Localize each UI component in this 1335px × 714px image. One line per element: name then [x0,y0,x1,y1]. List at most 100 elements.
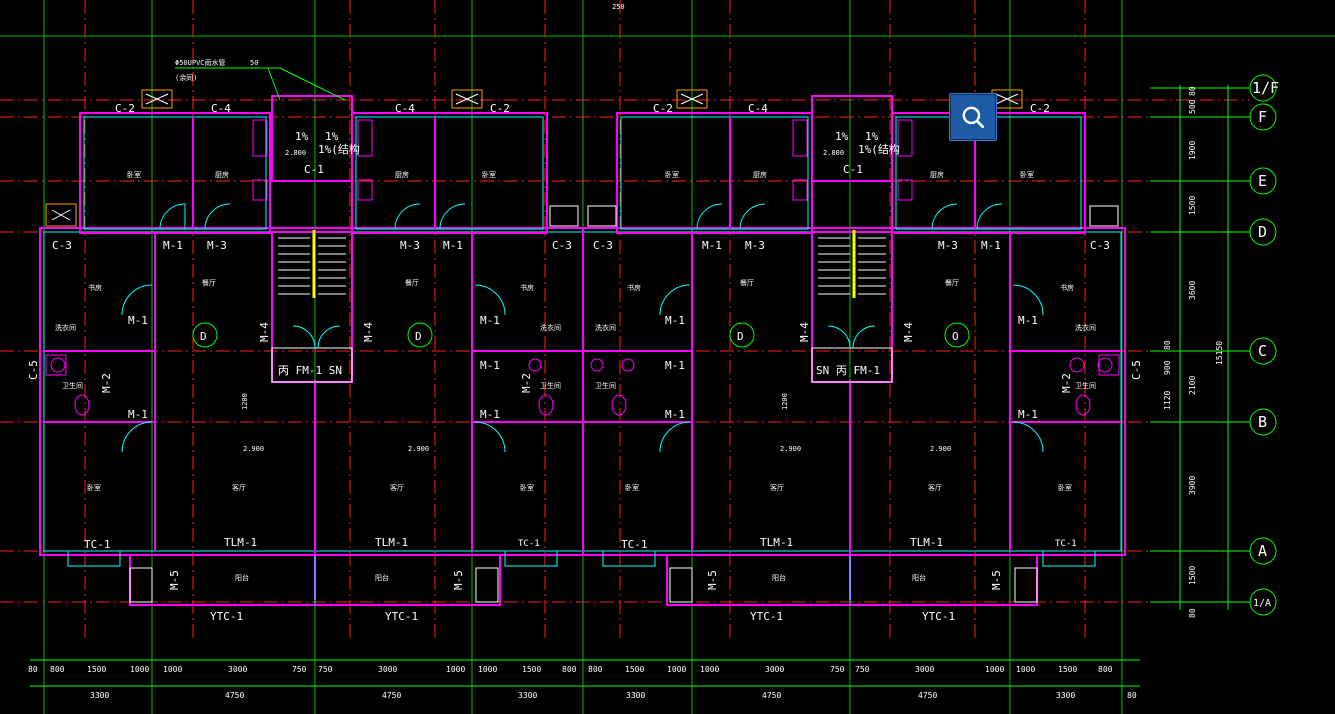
svg-text:4750: 4750 [762,691,781,700]
bottom-dims-row1: 80 800 1500 1000 1000 3000 750 750 3000 … [28,665,1113,674]
svg-text:洗衣间: 洗衣间 [595,323,616,332]
svg-text:1000: 1000 [1016,665,1035,674]
axis-F: F [1258,108,1267,126]
svg-text:TC-1: TC-1 [621,538,648,551]
svg-text:C-2: C-2 [490,102,510,115]
svg-text:客厅: 客厅 [232,483,246,492]
svg-text:卧室: 卧室 [520,483,534,492]
svg-text:1%: 1% [865,130,879,143]
svg-text:YTC-1: YTC-1 [385,610,418,623]
svg-text:M-3: M-3 [207,239,227,252]
svg-text:阳台: 阳台 [912,573,926,582]
svg-text:M-3: M-3 [400,239,420,252]
svg-text:阳台: 阳台 [235,573,249,582]
svg-text:1200: 1200 [781,393,789,410]
svg-text:餐厅: 餐厅 [202,278,216,287]
svg-text:80: 80 [28,665,38,674]
unit-markers [192,322,970,348]
svg-text:3300: 3300 [626,691,645,700]
axis-E: E [1258,172,1267,190]
svg-text:餐厅: 餐厅 [740,278,754,287]
axis-1F: 1/F [1252,79,1279,97]
svg-text:800: 800 [50,665,65,674]
svg-text:卫生间: 卫生间 [540,381,561,390]
svg-text:M-1: M-1 [480,359,500,372]
svg-text:Φ50UPVC雨水管: Φ50UPVC雨水管 [175,58,226,67]
svg-text:80: 80 [1163,340,1172,350]
svg-text:TLM-1: TLM-1 [375,536,408,549]
svg-text:客厅: 客厅 [770,483,784,492]
notes: Φ50UPVC雨水管 (余同) 50 1% 1% 1%(结构 2.800 1% … [175,58,951,453]
svg-text:C-5: C-5 [1130,360,1143,380]
svg-text:TC-1: TC-1 [84,538,111,551]
svg-text:3000: 3000 [915,665,934,674]
svg-text:2.900: 2.900 [408,445,429,453]
svg-text:丙 FM-1 SN: 丙 FM-1 SN [278,364,342,377]
svg-text:卧室: 卧室 [1058,483,1072,492]
svg-text:卧室: 卧室 [127,170,141,179]
svg-text:1000: 1000 [130,665,149,674]
svg-text:书房: 书房 [520,283,534,292]
axis-B: B [1258,413,1267,431]
svg-text:M-5: M-5 [168,570,181,590]
zoom-button[interactable] [949,93,997,141]
svg-text:M-3: M-3 [938,239,958,252]
svg-text:4750: 4750 [225,691,244,700]
svg-text:M-1: M-1 [665,314,685,327]
svg-text:80: 80 [1188,86,1197,96]
svg-text:C-2: C-2 [1030,102,1050,115]
svg-text:洗衣间: 洗衣间 [1075,323,1096,332]
svg-text:1%(结构: 1%(结构 [858,142,900,156]
svg-text:1120: 1120 [1163,391,1172,410]
axis-A: A [1258,542,1267,560]
svg-text:1200: 1200 [241,393,249,410]
fixtures [45,119,1120,416]
svg-text:1%(结构: 1%(结构 [318,142,360,156]
svg-text:M-4: M-4 [258,322,271,342]
svg-text:750: 750 [292,665,307,674]
svg-text:800: 800 [1098,665,1113,674]
svg-text:80: 80 [1127,691,1137,700]
svg-text:1%: 1% [325,130,339,143]
svg-text:C-3: C-3 [593,239,613,252]
svg-text:750: 750 [855,665,870,674]
svg-text:1000: 1000 [985,665,1004,674]
svg-text:M-4: M-4 [798,322,811,342]
svg-text:1000: 1000 [667,665,686,674]
svg-text:2100: 2100 [1188,376,1197,395]
svg-text:C-4: C-4 [211,102,231,115]
svg-text:1500: 1500 [87,665,106,674]
svg-text:C-3: C-3 [552,239,572,252]
svg-text:750: 750 [830,665,845,674]
svg-text:书房: 书房 [88,283,102,292]
svg-text:3000: 3000 [765,665,784,674]
svg-text:厨房: 厨房 [753,170,767,179]
svg-text:50: 50 [250,59,258,67]
bottom-dim-lines [30,659,1140,687]
svg-text:3300: 3300 [518,691,537,700]
svg-text:1000: 1000 [163,665,182,674]
svg-text:厨房: 厨房 [395,170,409,179]
svg-text:1500: 1500 [625,665,644,674]
svg-text:M-4: M-4 [362,322,375,342]
svg-text:SN 丙 FM-1: SN 丙 FM-1 [816,364,880,377]
svg-text:1500: 1500 [522,665,541,674]
svg-text:M-2: M-2 [1060,373,1073,393]
svg-text:2.800: 2.800 [823,149,844,157]
svg-text:C-4: C-4 [395,102,415,115]
svg-text:900: 900 [1163,360,1172,375]
svg-text:4750: 4750 [918,691,937,700]
walls [39,95,1126,606]
svg-text:2.900: 2.900 [243,445,264,453]
svg-text:C-4: C-4 [748,102,768,115]
svg-text:1500: 1500 [1188,196,1197,215]
svg-text:M-1: M-1 [443,239,463,252]
svg-text:C-2: C-2 [115,102,135,115]
svg-text:C-3: C-3 [1090,239,1110,252]
svg-text:C-1: C-1 [843,163,863,176]
svg-text:4750: 4750 [382,691,401,700]
axis-1A: 1/A [1253,598,1271,609]
svg-text:客厅: 客厅 [390,483,404,492]
stairs [278,237,886,295]
